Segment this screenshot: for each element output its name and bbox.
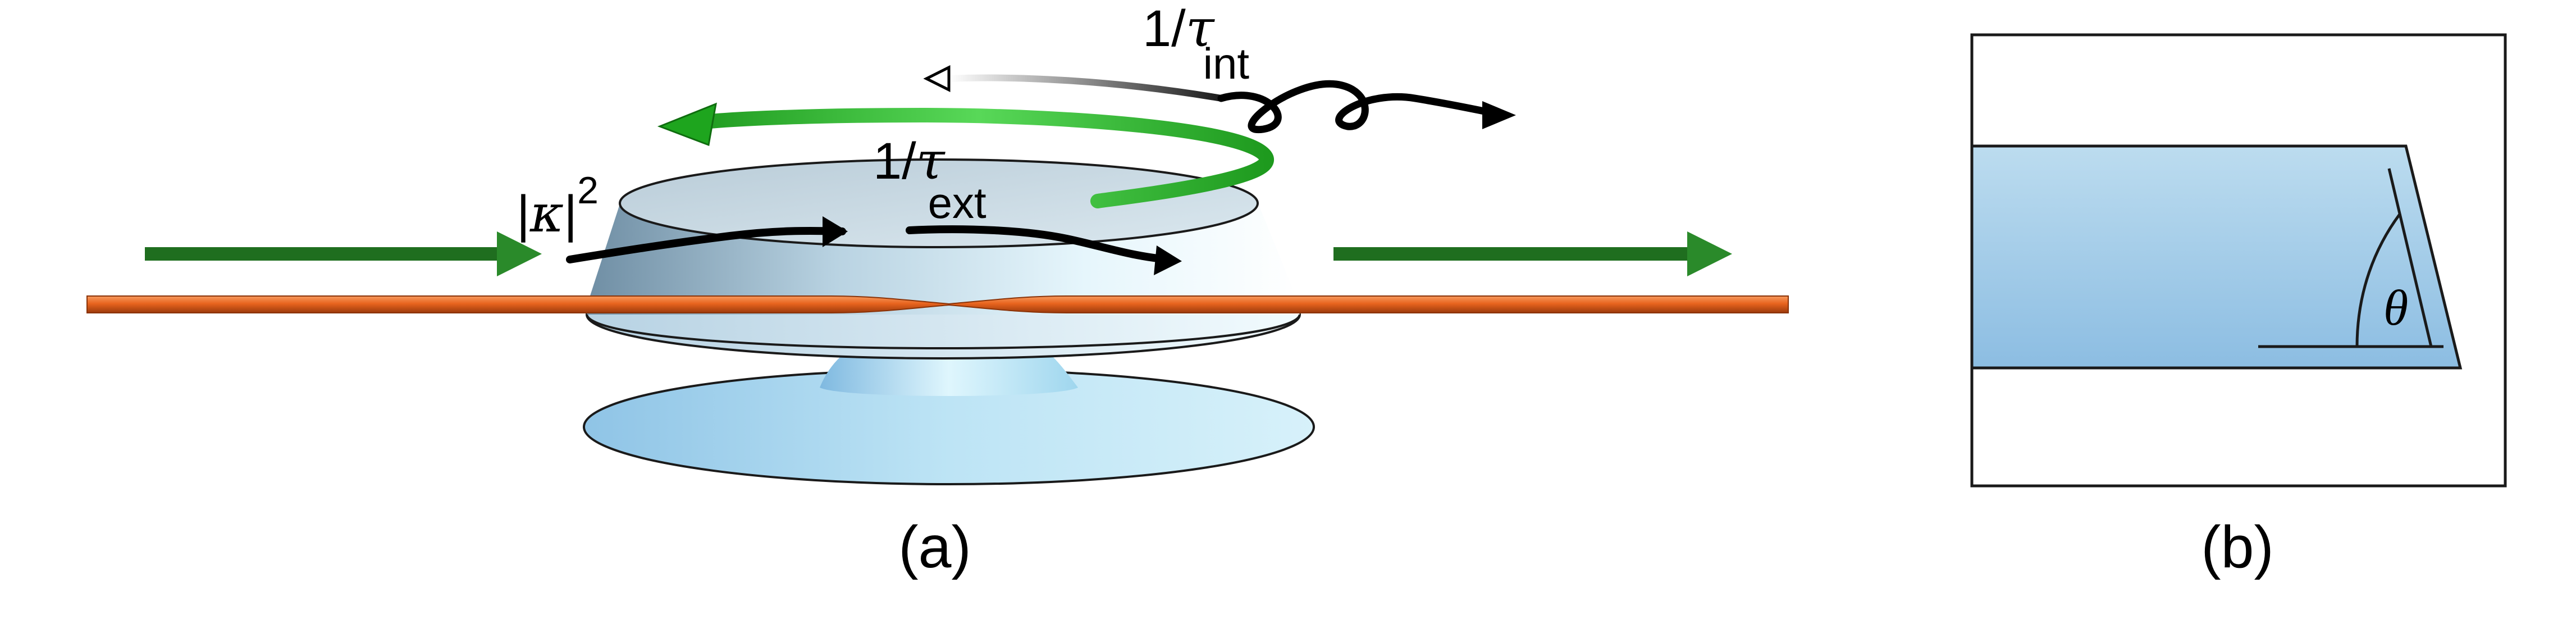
panel-b: θ (b) bbox=[1970, 33, 2507, 580]
intrinsic-loss-hollow-head bbox=[923, 65, 951, 93]
angle-incline-line bbox=[2387, 168, 2433, 347]
circulating-light-arrow bbox=[683, 107, 1274, 208]
panel-a-label: (a) bbox=[898, 514, 971, 580]
kappa-label: |κ|2 bbox=[517, 169, 599, 244]
output-arrow bbox=[1333, 231, 1732, 276]
intrinsic-loss-wavy-arrow bbox=[1217, 80, 1509, 134]
intrinsic-loss-fade-arrow bbox=[946, 74, 1225, 102]
panel-b-label: (b) bbox=[2201, 514, 2274, 580]
angle-arc bbox=[2355, 212, 2402, 347]
coupling-in-arrow bbox=[566, 226, 846, 263]
input-arrow bbox=[145, 231, 542, 276]
tapered-fiber bbox=[86, 295, 1789, 313]
resonator-disk-top bbox=[619, 158, 1259, 248]
coupling-out-arrow bbox=[906, 225, 1172, 263]
theta-label: θ bbox=[2383, 280, 2408, 336]
